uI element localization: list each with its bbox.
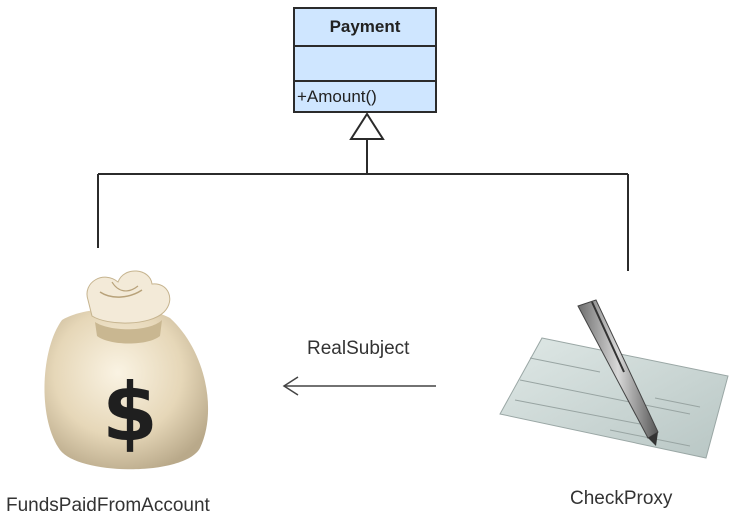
realsubject-arrow	[282, 376, 436, 396]
inheritance-connector	[97, 112, 629, 271]
check-proxy-label: CheckProxy	[570, 488, 673, 509]
payment-class-name: Payment	[329, 17, 401, 36]
check-and-pen-icon	[499, 299, 729, 459]
dollar-symbol: $	[102, 366, 158, 459]
generalization-arrowhead	[349, 112, 385, 140]
payment-class-operation: +Amount()	[295, 80, 435, 111]
funds-paid-label: FundsPaidFromAccount	[6, 495, 210, 516]
payment-class-box: Payment +Amount()	[293, 7, 437, 113]
realsubject-label: RealSubject	[307, 338, 410, 359]
money-bag-icon	[44, 270, 209, 470]
payment-class-attributes	[295, 45, 435, 80]
